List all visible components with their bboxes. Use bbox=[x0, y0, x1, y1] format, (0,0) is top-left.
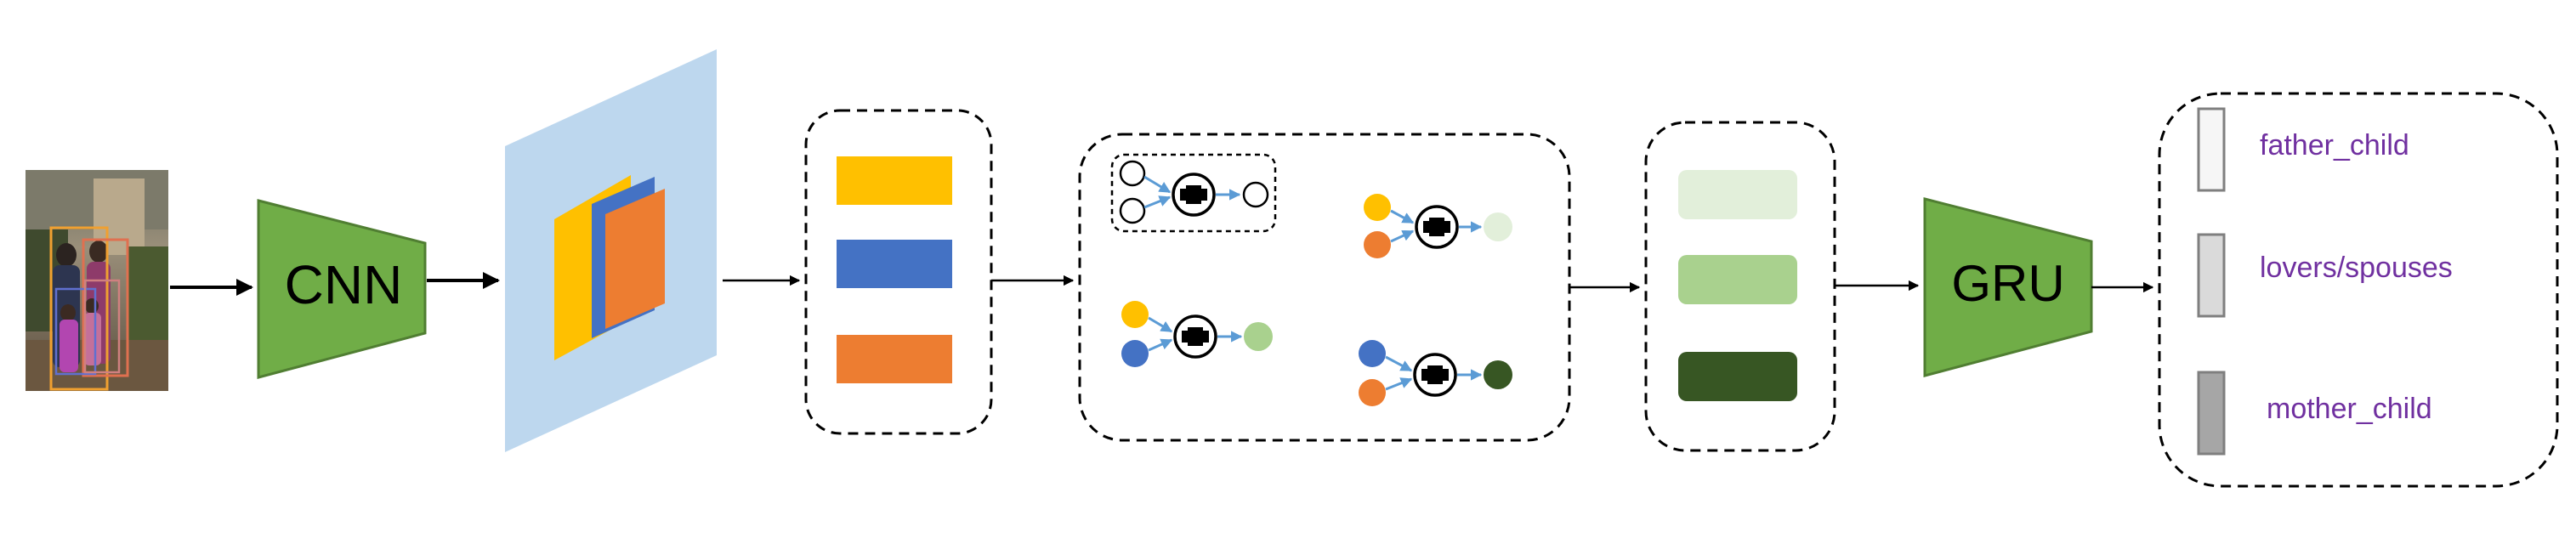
feature-map bbox=[505, 49, 717, 452]
template-output-node bbox=[1242, 181, 1269, 208]
gru-block: GRU bbox=[1923, 197, 2093, 377]
state-bar-mid-green bbox=[1678, 255, 1797, 304]
input-photo bbox=[26, 170, 168, 391]
aggregation-template bbox=[1110, 153, 1277, 233]
state-bar-light-green bbox=[1678, 170, 1797, 219]
output-node-dark-green bbox=[1484, 360, 1512, 389]
relation-label-mother-child: mother_child bbox=[2267, 393, 2432, 425]
updated-state-box bbox=[1644, 121, 1836, 452]
output-node-light-green bbox=[1484, 212, 1512, 241]
aggregation-top-right bbox=[1364, 194, 1512, 258]
score-bar-lovers-spouses bbox=[2197, 233, 2226, 318]
template-input-node-b bbox=[1119, 197, 1146, 224]
score-bar-father-child bbox=[2197, 107, 2226, 192]
relation-label-father-child: father_child bbox=[2260, 129, 2409, 161]
score-bar-mother-child bbox=[2197, 371, 2226, 456]
output-node-mid-green bbox=[1244, 322, 1273, 351]
node-feature-box bbox=[804, 109, 993, 435]
cnn-block: CNN bbox=[257, 199, 427, 379]
template-input-node-a bbox=[1119, 160, 1146, 187]
aggregation-bottom-left bbox=[1121, 301, 1273, 367]
feature-bar-yellow bbox=[837, 156, 952, 205]
relation-output-box: father_child lovers/spouses mother_child bbox=[2158, 92, 2559, 488]
gru-label: GRU bbox=[1951, 255, 2064, 312]
aggregation-bottom-right bbox=[1359, 340, 1512, 406]
feature-slice-orange bbox=[605, 189, 665, 329]
message-passing-box bbox=[1078, 133, 1571, 442]
cnn-label: CNN bbox=[285, 254, 403, 315]
state-bar-dark-green bbox=[1678, 352, 1797, 401]
feature-bar-blue bbox=[837, 240, 952, 288]
feature-bar-orange bbox=[837, 335, 952, 383]
relation-label-lovers-spouses: lovers/spouses bbox=[2260, 252, 2453, 284]
